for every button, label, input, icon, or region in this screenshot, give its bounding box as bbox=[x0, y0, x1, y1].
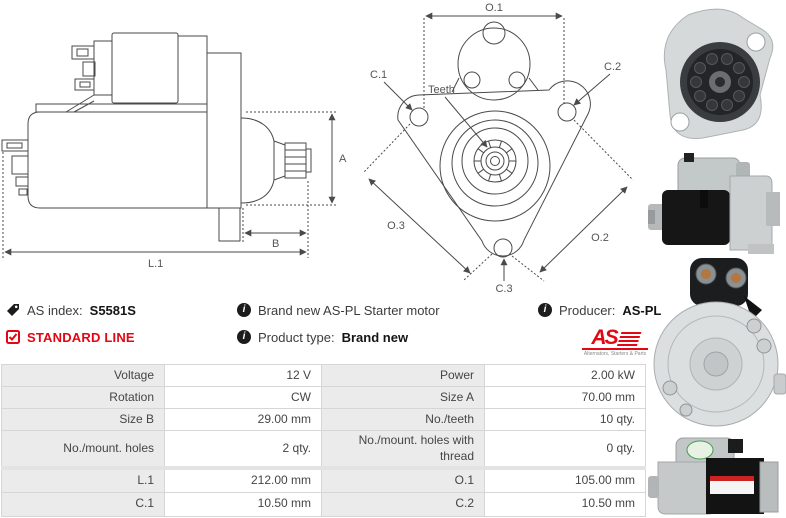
spec-label-cell: C.1 bbox=[1, 491, 165, 517]
spec-value-cell: 10.50 mm bbox=[484, 491, 646, 517]
spec-label-cell: Power bbox=[321, 364, 485, 387]
standard-line-row: STANDARD LINE bbox=[6, 328, 136, 346]
front-view-drawing: O.1 C.1 C.2 Teeth O.3 O.2 C.3 bbox=[363, 2, 634, 295]
logo-tagline: Alternators, Starters & Parts bbox=[583, 351, 647, 357]
spec-value-cell: 105.00 mm bbox=[484, 466, 646, 493]
as-pl-logo: AS Alternators, Starters & Parts bbox=[582, 326, 648, 357]
product-photo-side-view[interactable] bbox=[648, 152, 786, 256]
spec-label-cell: Size A bbox=[321, 386, 485, 409]
producer-row: i Producer: AS-PL bbox=[538, 301, 661, 319]
dimension-label-b: B bbox=[272, 238, 279, 250]
product-description: Brand new AS-PL Starter motor bbox=[258, 302, 440, 318]
spec-label-cell: No./teeth bbox=[321, 408, 485, 431]
as-index-row: AS index: S5581S bbox=[6, 301, 136, 319]
dimension-label-a: A bbox=[339, 153, 347, 165]
spec-label-cell: L.1 bbox=[1, 466, 165, 493]
spec-value-cell: 29.00 mm bbox=[164, 408, 322, 431]
table-row: L.1 212.00 mm O.1 105.00 mm bbox=[1, 466, 646, 493]
spec-table: Voltage 12 V Power 2.00 kW Rotation CW S… bbox=[1, 364, 646, 517]
as-index-label: AS index: bbox=[27, 302, 83, 318]
producer-value: AS-PL bbox=[622, 302, 662, 318]
dimension-label-c2: C.2 bbox=[604, 61, 621, 73]
description-row: i Brand new AS-PL Starter motor bbox=[237, 301, 440, 319]
spec-label-cell: No./mount. holes with thread bbox=[321, 430, 485, 469]
standard-line-label: STANDARD LINE bbox=[27, 329, 135, 345]
table-row: Voltage 12 V Power 2.00 kW bbox=[1, 364, 646, 387]
spec-value-cell: 10 qty. bbox=[484, 408, 646, 431]
spec-value-cell: CW bbox=[164, 386, 322, 409]
tag-icon bbox=[6, 303, 20, 317]
spec-label-cell: Voltage bbox=[1, 364, 165, 387]
product-type-label: Product type: bbox=[258, 329, 335, 345]
dimension-label-c3: C.3 bbox=[495, 283, 512, 295]
dimension-label-c1: C.1 bbox=[370, 69, 387, 81]
spec-label-cell: C.2 bbox=[321, 491, 485, 517]
info-icon: i bbox=[538, 303, 552, 317]
dimension-label-o1: O.1 bbox=[485, 2, 503, 14]
checkbox-check-icon bbox=[6, 330, 20, 344]
spec-value-cell: 10.50 mm bbox=[164, 491, 322, 517]
spec-value-cell: 212.00 mm bbox=[164, 466, 322, 493]
product-photo-rear-view[interactable] bbox=[648, 256, 786, 432]
info-icon: i bbox=[237, 303, 251, 317]
info-icon: i bbox=[237, 330, 251, 344]
spec-value-cell: 70.00 mm bbox=[484, 386, 646, 409]
spec-label-cell: No./mount. holes bbox=[1, 430, 165, 469]
product-type-value: Brand new bbox=[341, 329, 409, 345]
table-row: Size B 29.00 mm No./teeth 10 qty. bbox=[1, 408, 646, 431]
spec-value-cell: 12 V bbox=[164, 364, 322, 387]
product-type-row: i Product type: Brand new bbox=[237, 328, 440, 346]
spec-value-cell: 2.00 kW bbox=[484, 364, 646, 387]
dimension-label-l1: L.1 bbox=[148, 258, 163, 270]
side-view-drawing: A B L.1 bbox=[1, 32, 347, 270]
dimension-label-o3: O.3 bbox=[387, 220, 405, 232]
description-group: i Brand new AS-PL Starter motor i Produc… bbox=[237, 301, 440, 355]
producer-group: i Producer: AS-PL AS Alternators, Starte… bbox=[538, 301, 661, 357]
index-group: AS index: S5581S STANDARD LINE bbox=[6, 301, 136, 355]
table-row: Rotation CW Size A 70.00 mm bbox=[1, 386, 646, 409]
as-index-value: S5581S bbox=[89, 302, 136, 318]
spec-value-cell: 2 qty. bbox=[164, 430, 322, 469]
spec-label-cell: O.1 bbox=[321, 466, 485, 493]
table-row: No./mount. holes 2 qty. No./mount. holes… bbox=[1, 430, 646, 469]
table-row: C.1 10.50 mm C.2 10.50 mm bbox=[1, 491, 646, 517]
dimension-label-o2: O.2 bbox=[591, 232, 609, 244]
spec-label-cell: Size B bbox=[1, 408, 165, 431]
logo-text: AS bbox=[591, 326, 618, 349]
product-photo-side-view-2[interactable] bbox=[648, 432, 786, 518]
teeth-label: Teeth bbox=[428, 84, 455, 96]
spec-label-cell: Rotation bbox=[1, 386, 165, 409]
info-bar: AS index: S5581S STANDARD LINE i Brand n… bbox=[0, 297, 661, 361]
producer-label: Producer: bbox=[559, 302, 616, 318]
product-photo-column bbox=[648, 0, 786, 518]
product-photo-front-view[interactable] bbox=[648, 0, 786, 152]
spec-value-cell: 0 qty. bbox=[484, 430, 646, 469]
logo-stripes-icon bbox=[616, 332, 642, 347]
